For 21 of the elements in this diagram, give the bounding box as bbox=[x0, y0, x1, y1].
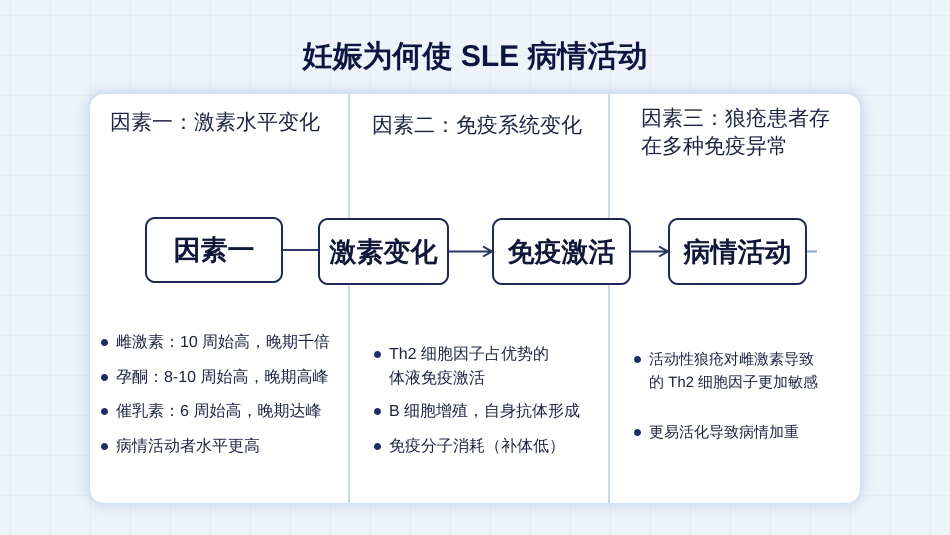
bullet-text: 活动性狼疮对雌激素导致的 Th2 细胞因子更加敏感 bbox=[649, 350, 820, 393]
column-heading: 因素一：激素水平变化 bbox=[110, 110, 320, 136]
bullet-text: 更易活化导致病情加重 bbox=[649, 423, 799, 443]
bullet-text: 病情活动者水平更高 bbox=[116, 436, 260, 457]
column-heading: 因素二：免疫系统变化 bbox=[372, 113, 582, 139]
process-box: 病情活动 bbox=[668, 218, 807, 285]
arrow bbox=[631, 246, 669, 258]
bullet-text: Th2 细胞因子占优势的体液免疫激活 bbox=[389, 344, 550, 389]
connector-line bbox=[283, 249, 318, 251]
bullet-text: 催乳素：6 周始高，晚期达峰 bbox=[116, 402, 322, 422]
bullet-text: 免疫分子消耗（补体低） bbox=[389, 436, 565, 457]
bullet-text: B 细胞增殖，自身抗体形成 bbox=[389, 402, 580, 422]
connector-line bbox=[807, 250, 817, 252]
process-box: 激素变化 bbox=[318, 218, 449, 285]
arrow bbox=[449, 246, 493, 258]
process-box: 免疫激活 bbox=[492, 218, 631, 285]
column-heading: 因素三：狼疮患者存在多种免疫异常 bbox=[641, 106, 831, 160]
bullet-text: 孕酮：8-10 周始高，晚期高峰 bbox=[116, 368, 328, 388]
diagram-title: 妊娠为何使 SLE 病情活动 bbox=[302, 39, 648, 75]
process-box: 因素一 bbox=[145, 217, 283, 283]
bullet-text: 雌激素：10 周始高，晚期千倍 bbox=[116, 332, 330, 353]
